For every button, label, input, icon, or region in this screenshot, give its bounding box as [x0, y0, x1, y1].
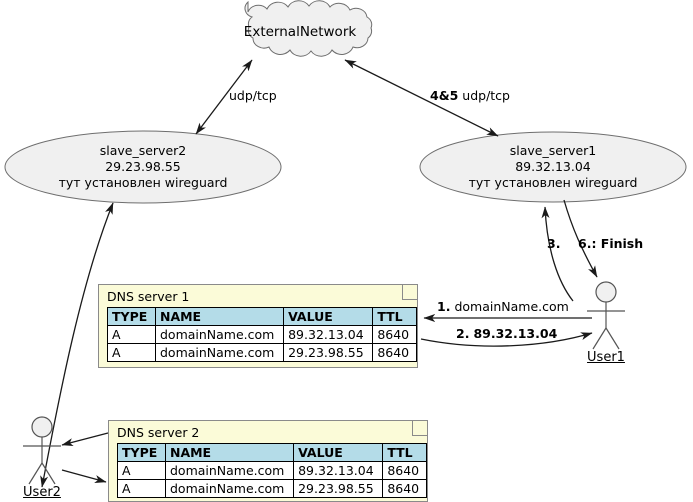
edge-step3-user1-to-server1: [541, 206, 574, 302]
edge-step2-dns1-to-user1: [420, 332, 593, 347]
slave-server2-note: тут установлен wireguard: [58, 175, 228, 190]
slave-server1-text: slave_server1 89.32.13.04 тут установлен…: [469, 143, 638, 191]
table-header-row: TYPE NAME VALUE TTL: [117, 443, 427, 462]
note-fold-icon: [402, 285, 417, 300]
table-row: A domainName.com 89.32.13.04 8640: [107, 325, 417, 344]
cell-name: domainName.com: [154, 343, 285, 362]
edge-label-step1-num: 1.: [437, 299, 451, 314]
edge-label-cloud-right-num: 4&5: [430, 88, 459, 103]
table-row: A domainName.com 29.23.98.55 8640: [117, 479, 427, 498]
th-type: TYPE: [107, 307, 156, 326]
cell-ttl: 8640: [382, 461, 427, 480]
edge-label-cloud-left: udp/tcp: [229, 88, 277, 103]
cell-ttl: 8640: [382, 479, 427, 498]
slave-server1-ip: 89.32.13.04: [515, 159, 591, 174]
cell-name: domainName.com: [164, 479, 295, 498]
note-dns-server-1-title: DNS server 1: [107, 289, 190, 304]
cell-value: 89.32.13.04: [283, 325, 374, 344]
external-network-cloud[interactable]: [244, 0, 373, 57]
dns-table-1: TYPE NAME VALUE TTL A domainName.com 89.…: [107, 307, 417, 362]
edge-label-step1: 1. domainName.com: [437, 299, 569, 314]
edge-step6-server1-to-user1: [563, 199, 598, 278]
edge-dns2-to-user2: [61, 432, 109, 447]
th-type: TYPE: [117, 443, 166, 462]
edge-cloud-server1: [344, 59, 499, 137]
actor-user1[interactable]: [587, 281, 625, 350]
slave-server2-name: slave_server2: [99, 143, 187, 158]
actor-user1-label: User1: [587, 350, 625, 365]
slave-server2-ip: 29.23.98.55: [105, 159, 181, 174]
node-slave-server2[interactable]: [4, 130, 282, 204]
dns-table-2: TYPE NAME VALUE TTL A domainName.com 89.…: [117, 443, 427, 498]
cell-type: A: [107, 343, 156, 362]
cell-type: A: [117, 461, 166, 480]
slave-server2-text: slave_server2 29.23.98.55 тут установлен…: [59, 143, 228, 191]
note-fold-icon: [412, 421, 427, 436]
edge-label-step2: 2. 89.32.13.04: [456, 326, 557, 341]
table-row: A domainName.com 89.32.13.04 8640: [117, 461, 427, 480]
edge-label-cloud-right: 4&5 udp/tcp: [430, 88, 510, 103]
edge-label-step1-text: domainName.com: [454, 299, 569, 314]
external-network-label: ExternalNetwork: [243, 24, 357, 40]
cell-value: 29.23.98.55: [293, 479, 384, 498]
slave-server1-note: тут установлен wireguard: [468, 175, 638, 190]
note-dns-server-2[interactable]: DNS server 2 TYPE NAME VALUE TTL A domai…: [108, 420, 428, 502]
cell-type: A: [117, 479, 166, 498]
edge-label-step2-text: 89.32.13.04: [473, 326, 558, 341]
edge-label-step3: 3.: [547, 236, 561, 251]
th-ttl: TTL: [382, 443, 427, 462]
edge-user2-to-dns2: [61, 469, 107, 483]
th-name: NAME: [164, 443, 295, 462]
table-header-row: TYPE NAME VALUE TTL: [107, 307, 417, 326]
note-dns-server-1[interactable]: DNS server 1 TYPE NAME VALUE TTL A domai…: [98, 284, 418, 368]
actor-user2-label: User2: [23, 485, 61, 500]
node-slave-server1[interactable]: [419, 131, 687, 203]
th-name: NAME: [154, 307, 285, 326]
th-value: VALUE: [293, 443, 384, 462]
edge-label-step6-text: 6.: Finish: [578, 236, 644, 251]
actor-user2[interactable]: [23, 416, 61, 485]
edge-label-cloud-right-text: udp/tcp: [462, 88, 510, 103]
cell-value: 29.23.98.55: [283, 343, 374, 362]
slave-server1-name: slave_server1: [509, 143, 597, 158]
cell-type: A: [107, 325, 156, 344]
edge-server2-cloud: [195, 59, 253, 135]
th-ttl: TTL: [372, 307, 417, 326]
cell-ttl: 8640: [372, 325, 417, 344]
cell-ttl: 8640: [372, 343, 417, 362]
cell-name: domainName.com: [154, 325, 285, 344]
edge-label-step6: 6.: Finish: [578, 236, 643, 251]
edge-label-step2-num: 2.: [456, 326, 470, 341]
note-dns-server-2-title: DNS server 2: [117, 425, 200, 440]
edge-server2-user2: [40, 202, 114, 488]
cell-value: 89.32.13.04: [293, 461, 384, 480]
table-row: A domainName.com 29.23.98.55 8640: [107, 343, 417, 362]
cell-name: domainName.com: [164, 461, 295, 480]
th-value: VALUE: [283, 307, 374, 326]
